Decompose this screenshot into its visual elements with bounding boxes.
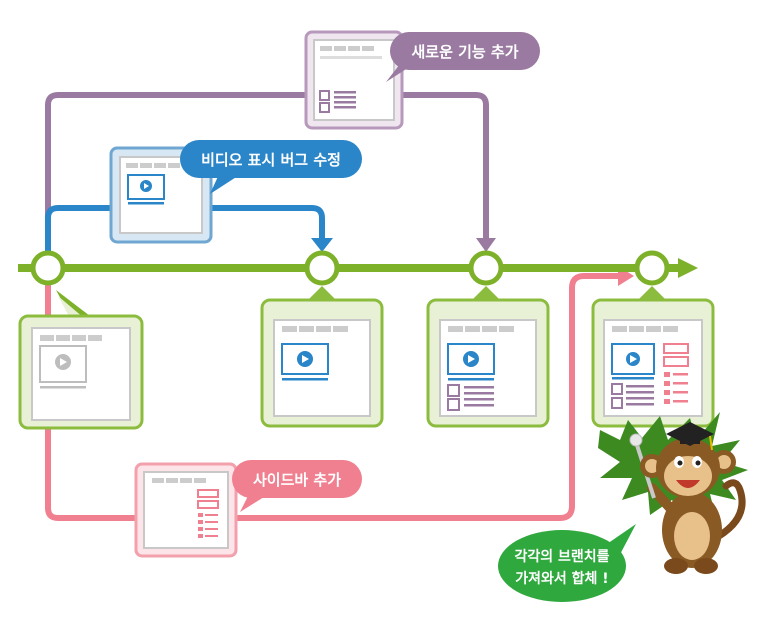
commit-node-4 [634, 250, 670, 286]
commit-node-2 [304, 250, 340, 286]
monkey-mascot [598, 412, 748, 574]
sidebar-card [134, 462, 238, 558]
sidebar-bubble: 사이드바 추가 [232, 460, 362, 512]
feature-bubble-text: 새로운 기능 추가 [411, 43, 518, 61]
merge-bubble-line1: 각각의 브랜치를 [514, 548, 609, 565]
commit-card-3 [426, 286, 550, 428]
merge-bubble-line2: 가져와서 합체 ! [515, 570, 608, 587]
main-branch-line [18, 264, 680, 272]
feature-branch-line [45, 92, 489, 268]
main-branch-arrow [678, 258, 698, 278]
sidebar-branch-line [45, 270, 620, 521]
commit-card-1 [18, 290, 144, 430]
graduation-cap-icon [666, 422, 714, 451]
commit-node-1 [30, 250, 66, 286]
bugfix-branch-arrow [311, 238, 333, 252]
merge-bubble: 각각의 브랜치를 가져와서 합체 ! [498, 524, 636, 602]
bugfix-bubble: 비디오 표시 버그 수정 [180, 140, 362, 194]
bugfix-bubble-text: 비디오 표시 버그 수정 [201, 151, 341, 169]
feature-branch-arrow [476, 238, 496, 252]
commit-node-3 [468, 250, 504, 286]
sidebar-bubble-text: 사이드바 추가 [253, 471, 341, 489]
commit-card-2 [260, 286, 384, 428]
feature-card [304, 30, 404, 130]
commit-card-merged [591, 286, 715, 428]
feature-bubble: 새로운 기능 추가 [386, 32, 540, 82]
